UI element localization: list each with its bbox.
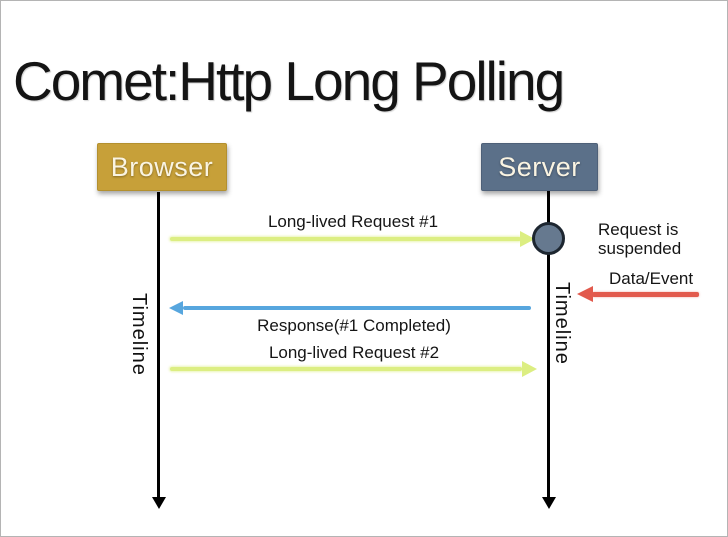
data-event-arrowhead-icon (577, 286, 593, 302)
actor-server-label: Server (498, 151, 581, 182)
data-event-label: Data/Event (609, 269, 694, 288)
data-event-arrow (592, 292, 699, 297)
suspended-note: Request is suspended (598, 220, 682, 258)
browser-lifeline-arrowhead-icon (152, 497, 166, 509)
message-response1-arrow (183, 306, 531, 310)
message-request1-arrowhead-icon (520, 231, 535, 247)
message-request2-arrowhead-icon (522, 361, 537, 377)
slide-title: Comet:Http Long Polling (13, 50, 565, 112)
timeline-label-left: Timeline (128, 293, 150, 376)
message-request2-arrow (170, 367, 522, 371)
server-lifeline (547, 191, 550, 499)
suspended-request-marker (532, 222, 565, 255)
browser-lifeline (157, 192, 160, 499)
actor-browser-label: Browser (110, 151, 214, 182)
message-request2-label: Long-lived Request #2 (268, 343, 440, 362)
message-request1-arrow (170, 237, 521, 241)
actor-server-box: Server (481, 143, 598, 191)
message-response1-arrowhead-icon (169, 301, 183, 315)
actor-browser-box: Browser (97, 143, 227, 191)
timeline-label-right: Timeline (551, 282, 573, 365)
server-lifeline-arrowhead-icon (542, 497, 556, 509)
message-response1-label: Response(#1 Completed) (257, 316, 451, 335)
message-request1-label: Long-lived Request #1 (267, 212, 439, 231)
